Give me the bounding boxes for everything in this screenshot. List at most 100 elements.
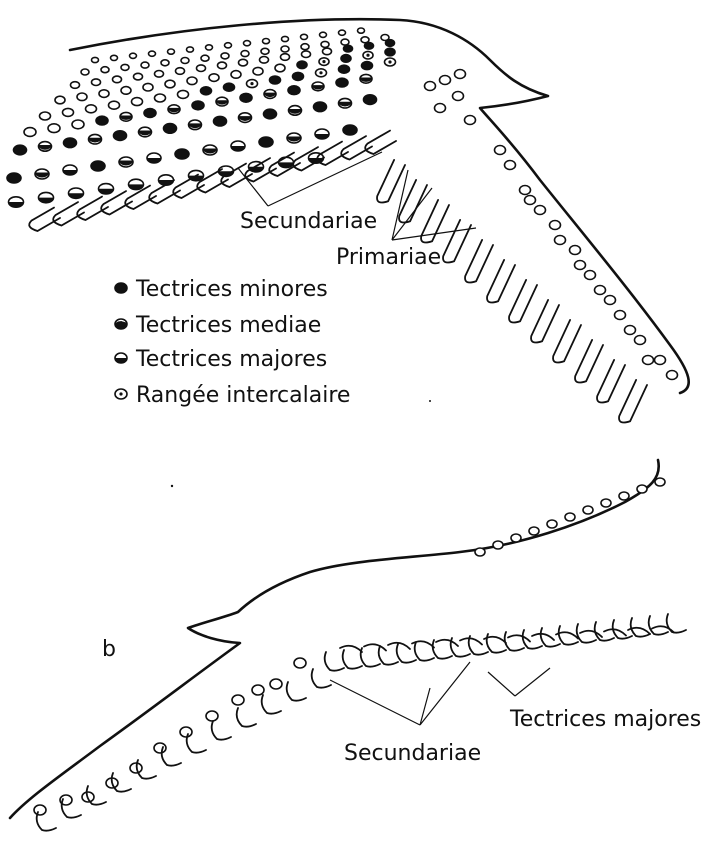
dot-outline <box>55 96 65 104</box>
dot-outline <box>63 108 74 116</box>
covert-dot <box>565 513 575 521</box>
covert-dot <box>244 41 251 46</box>
dot-outline <box>595 286 606 295</box>
dot-outline <box>643 356 654 365</box>
covert-dot <box>260 57 269 64</box>
dot-outline <box>178 90 189 98</box>
dot-filled <box>144 109 156 118</box>
covert-dot <box>583 506 593 514</box>
legend: Tectrices minores Tectrices mediae Tectr… <box>115 277 350 408</box>
dot-outline <box>341 39 349 45</box>
dot-filled <box>214 116 227 126</box>
legend-item-tectrices-minores: Tectrices minores <box>115 277 328 302</box>
covert-dot <box>281 46 289 52</box>
covert-dot <box>89 134 102 144</box>
covert-dot <box>341 39 349 45</box>
covert-dot <box>239 59 248 66</box>
dot-outline <box>231 71 241 79</box>
feather-curl <box>343 650 362 669</box>
dot-outline <box>141 62 149 68</box>
dot-filled <box>341 55 351 63</box>
covert-dot <box>164 124 177 134</box>
covert-dot <box>63 165 77 175</box>
covert-dot <box>570 246 581 255</box>
dot-outline <box>270 679 282 689</box>
dot-outline <box>435 104 446 113</box>
covert-dot <box>197 65 206 72</box>
covert-dot <box>529 527 539 535</box>
covert-dot <box>109 101 120 109</box>
feather-curl <box>312 669 331 688</box>
dot-outline <box>601 499 611 507</box>
covert-dot <box>601 499 611 507</box>
covert-dot <box>336 78 348 87</box>
covert-dot <box>386 40 395 47</box>
dot-outline <box>655 478 665 486</box>
dot-filled <box>164 124 177 134</box>
dot-outline <box>197 65 206 72</box>
feather-loop <box>443 220 471 263</box>
dot-filled <box>386 40 395 47</box>
covert-dot <box>149 51 156 56</box>
dot-outline <box>529 527 539 535</box>
feather-loop <box>77 197 108 220</box>
dot-outline <box>113 76 122 83</box>
dot-outline <box>218 62 227 69</box>
dot-outline <box>605 296 616 305</box>
covert-dot <box>111 55 118 60</box>
covert-dot <box>77 93 87 101</box>
dot-outline <box>555 236 566 245</box>
covert-dot <box>667 371 678 380</box>
covert-dot <box>159 175 174 185</box>
feather-curl <box>287 682 306 701</box>
covert-dot <box>252 685 264 695</box>
covert-dot <box>385 48 395 56</box>
covert-dot <box>270 679 282 689</box>
covert-dot <box>341 55 351 63</box>
covert-dot <box>281 54 290 61</box>
feather-loop <box>553 320 581 363</box>
covert-dot <box>64 138 77 148</box>
feather-loop <box>365 131 396 154</box>
covert-dot <box>132 98 143 106</box>
covert-dot <box>192 101 204 110</box>
covert-dot <box>315 129 329 139</box>
dot-outline <box>225 43 232 48</box>
dot-outline <box>77 93 87 101</box>
covert-dot <box>279 157 294 167</box>
covert-dot <box>321 41 329 47</box>
covert-dot <box>231 141 245 151</box>
dot-outline <box>260 57 269 64</box>
covert-dot <box>129 179 144 189</box>
covert-dot <box>201 87 212 95</box>
feather-arc <box>532 634 554 640</box>
dot-outline <box>221 53 229 59</box>
feather-curl <box>325 652 344 671</box>
covert-dot <box>209 74 219 82</box>
dot-outline <box>86 105 97 113</box>
label-tectrices-majores-b: Tectrices majores <box>509 707 701 732</box>
covert-dot <box>475 548 485 556</box>
speck <box>171 485 173 487</box>
covert-dot <box>550 221 561 230</box>
covert-dot <box>344 45 353 52</box>
covert-dot <box>314 102 327 112</box>
dot-outline <box>187 77 197 85</box>
dot-outline <box>320 32 327 37</box>
dot-outline <box>121 87 131 95</box>
covert-dot <box>9 197 24 207</box>
dot-outline <box>101 67 109 73</box>
dot-outline <box>339 30 346 35</box>
covert-dot <box>323 48 332 55</box>
dot-outline <box>143 83 153 91</box>
feather-curl <box>433 640 452 659</box>
dot-filled <box>270 76 281 84</box>
feather-loop <box>487 260 515 303</box>
dot-outline <box>547 520 557 528</box>
feather-loop <box>421 200 449 243</box>
covert-dot <box>101 67 109 73</box>
dot-center <box>388 60 391 63</box>
covert-dot <box>301 44 309 50</box>
covert-dot <box>511 534 521 542</box>
